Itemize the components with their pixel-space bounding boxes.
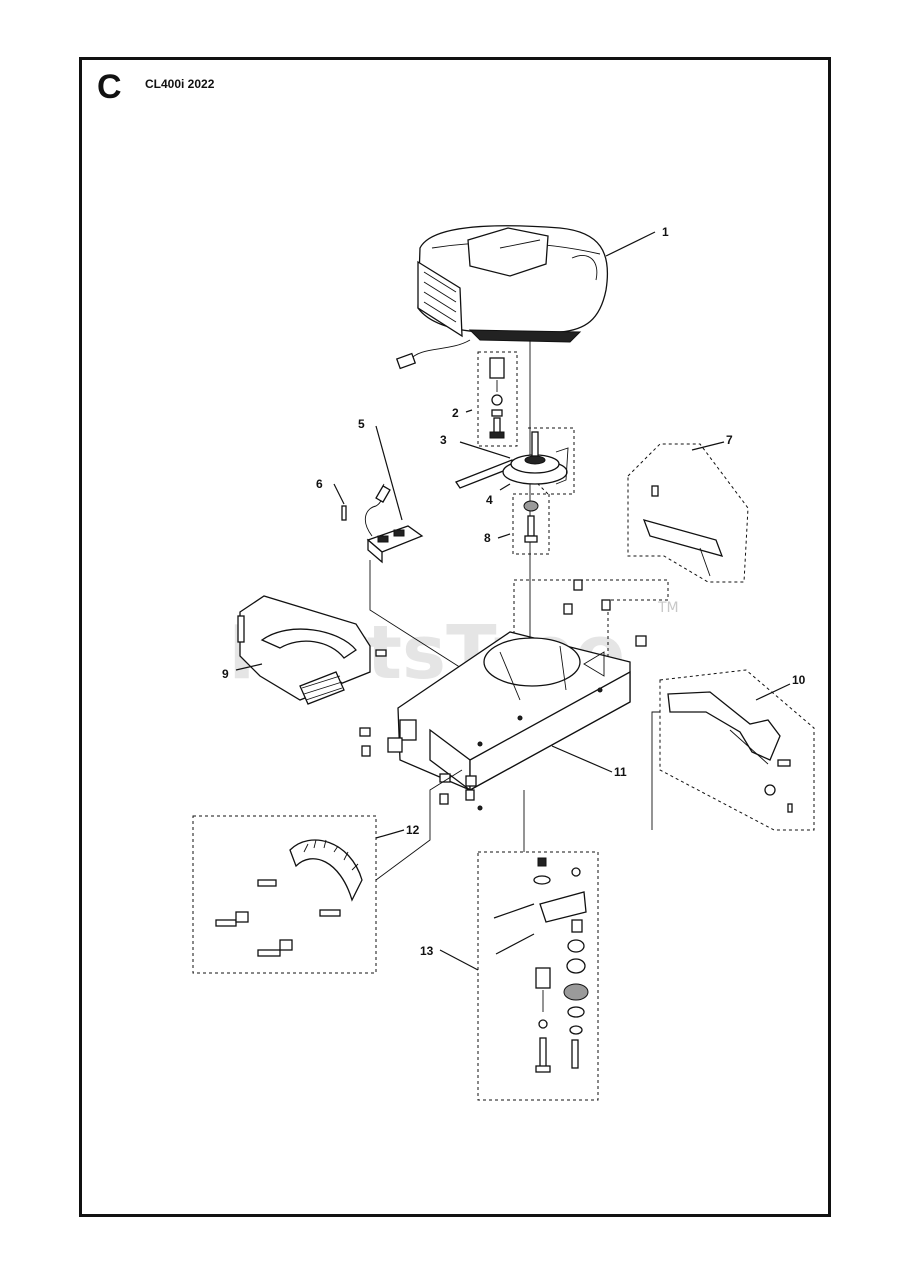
callout-3: 3 — [440, 433, 447, 447]
callout-13: 13 — [420, 944, 434, 958]
chassis-clips — [359, 727, 483, 811]
part-9-cover-shield[interactable]: 9 — [222, 595, 387, 705]
part-4-pulley-assembly[interactable]: 4 — [486, 427, 575, 507]
section-letter: C — [97, 68, 122, 106]
part-5-switch-box[interactable]: 5 — [358, 417, 424, 564]
part-11-chassis-frame[interactable]: 11 — [387, 631, 631, 792]
watermark-trademark: TM — [657, 600, 679, 616]
callout-7: 7 — [726, 433, 733, 447]
callout-6: 6 — [316, 477, 323, 491]
clip-group-dashed — [513, 579, 669, 661]
callout-9: 9 — [222, 667, 229, 681]
callout-2: 2 — [452, 406, 459, 420]
callout-11: 11 — [614, 765, 627, 779]
part-12-curved-guard[interactable]: 12 — [192, 769, 463, 974]
callout-8: 8 — [484, 531, 491, 545]
callout-4: 4 — [486, 493, 493, 507]
diagram-frame — [79, 57, 831, 1217]
part-7-bracket[interactable]: 7 — [627, 433, 749, 583]
callout-12: 12 — [406, 823, 420, 837]
part-1-motor-cover[interactable]: 1 — [395, 225, 669, 370]
part-2-bolt-kit[interactable]: 2 — [452, 351, 518, 447]
model-title: CL400i 2022 — [145, 77, 215, 91]
callout-10: 10 — [792, 673, 806, 687]
part-13-bearing-kit[interactable]: 13 — [420, 851, 599, 1101]
callout-5: 5 — [358, 417, 365, 431]
part-6-screw[interactable]: 6 — [316, 477, 481, 681]
part-10-support-bracket[interactable]: 10 — [651, 669, 815, 831]
part-8-bolt[interactable]: 8 — [484, 493, 550, 555]
callout-1: 1 — [662, 225, 669, 239]
